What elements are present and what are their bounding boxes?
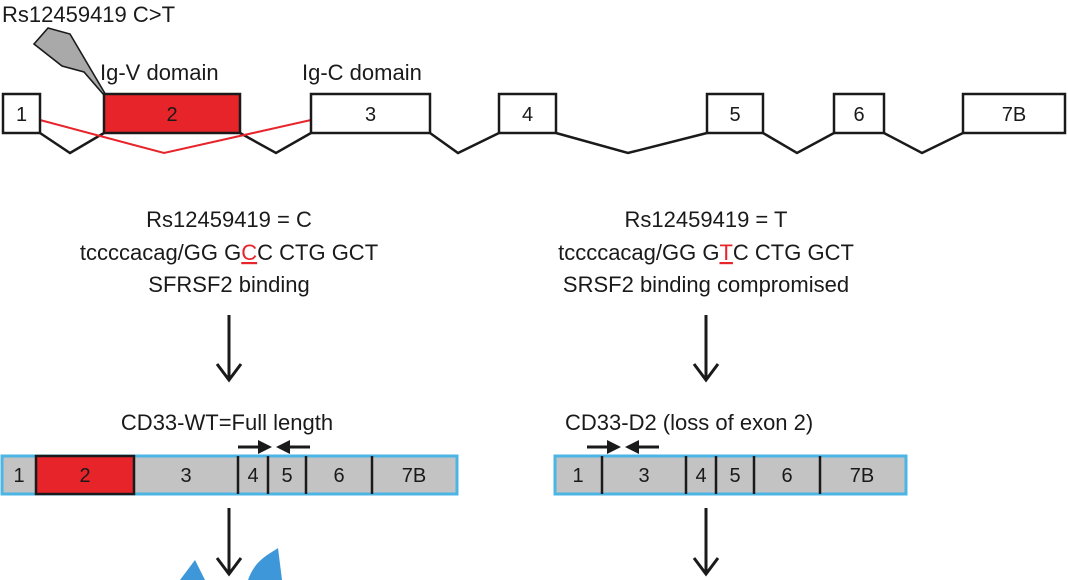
right-transcript-exon-6-label: 6	[781, 465, 792, 487]
svg-text:4: 4	[522, 104, 533, 126]
snp-label: Rs12459419 C>T	[2, 2, 175, 27]
snp-pointer	[32, 27, 111, 103]
right-transcript: 1 3 4 5 6 7B	[553, 454, 908, 496]
svg-text:1: 1	[16, 104, 27, 126]
left-transcript-exon-2	[34, 454, 136, 496]
left-transcript-exon-5-label: 5	[281, 465, 292, 487]
blue-shape-2	[248, 548, 282, 580]
left-primer-arrows	[238, 440, 310, 454]
left-transcript-exon-6-label: 6	[333, 465, 344, 487]
exon2-skip-splice	[39, 119, 312, 155]
gene-exon-2: 2	[102, 92, 242, 135]
right-transcript-exon-4-label: 4	[695, 465, 706, 487]
gene-exon-4: 4	[497, 92, 558, 135]
left-binding-label: SFRSF2 binding	[148, 272, 309, 297]
left-transcript-exon-3-label: 3	[180, 465, 191, 487]
right-transcript-exon-5-label: 5	[729, 465, 740, 487]
right-transcript-exon-1-label: 1	[572, 465, 583, 487]
left-transcript-exon-4-label: 4	[247, 465, 258, 487]
svg-text:3: 3	[365, 104, 376, 126]
svg-text:2: 2	[166, 104, 177, 126]
gene-exon-7b: 7B	[961, 92, 1067, 135]
left-transcript-exon-2-label: 2	[79, 465, 90, 487]
left-transcript-exon-7b-label: 7B	[402, 465, 426, 487]
right-binding-label: SRSF2 binding compromised	[563, 272, 849, 297]
gene-introns	[39, 131, 964, 155]
igv-domain-label: Ig-V domain	[100, 60, 219, 85]
left-transcript: 1 2 3 4 5 6 7B	[0, 454, 459, 496]
gene-exon-5: 5	[705, 92, 765, 135]
gene-exon-6: 6	[832, 92, 886, 135]
svg-text:6: 6	[853, 104, 864, 126]
igc-domain-label: Ig-C domain	[302, 60, 422, 85]
left-transcript-exon-1-label: 1	[13, 465, 24, 487]
right-allele-label: Rs12459419 = T	[625, 207, 788, 232]
svg-text:7B: 7B	[1002, 104, 1026, 126]
right-transcript-exon-3-label: 3	[638, 465, 649, 487]
right-sequence: tccccacag/GG GTC CTG GCT	[558, 240, 854, 265]
left-allele-label: Rs12459419 = C	[146, 207, 312, 232]
right-snp-base: T	[719, 240, 732, 265]
right-transcript-title: CD33-D2 (loss of exon 2)	[565, 410, 813, 435]
right-primer-arrows	[587, 440, 659, 454]
left-snp-base: C	[241, 240, 257, 265]
down-arrows	[215, 315, 720, 577]
blue-shape	[180, 560, 205, 580]
left-sequence: tccccacag/GG GCC CTG GCT	[80, 240, 378, 265]
svg-text:5: 5	[729, 104, 740, 126]
left-transcript-title: CD33-WT=Full length	[121, 410, 333, 435]
gene-exon-1: 1	[1, 92, 42, 135]
gene-exon-3: 3	[309, 92, 432, 135]
right-transcript-exon-7b-label: 7B	[850, 465, 874, 487]
